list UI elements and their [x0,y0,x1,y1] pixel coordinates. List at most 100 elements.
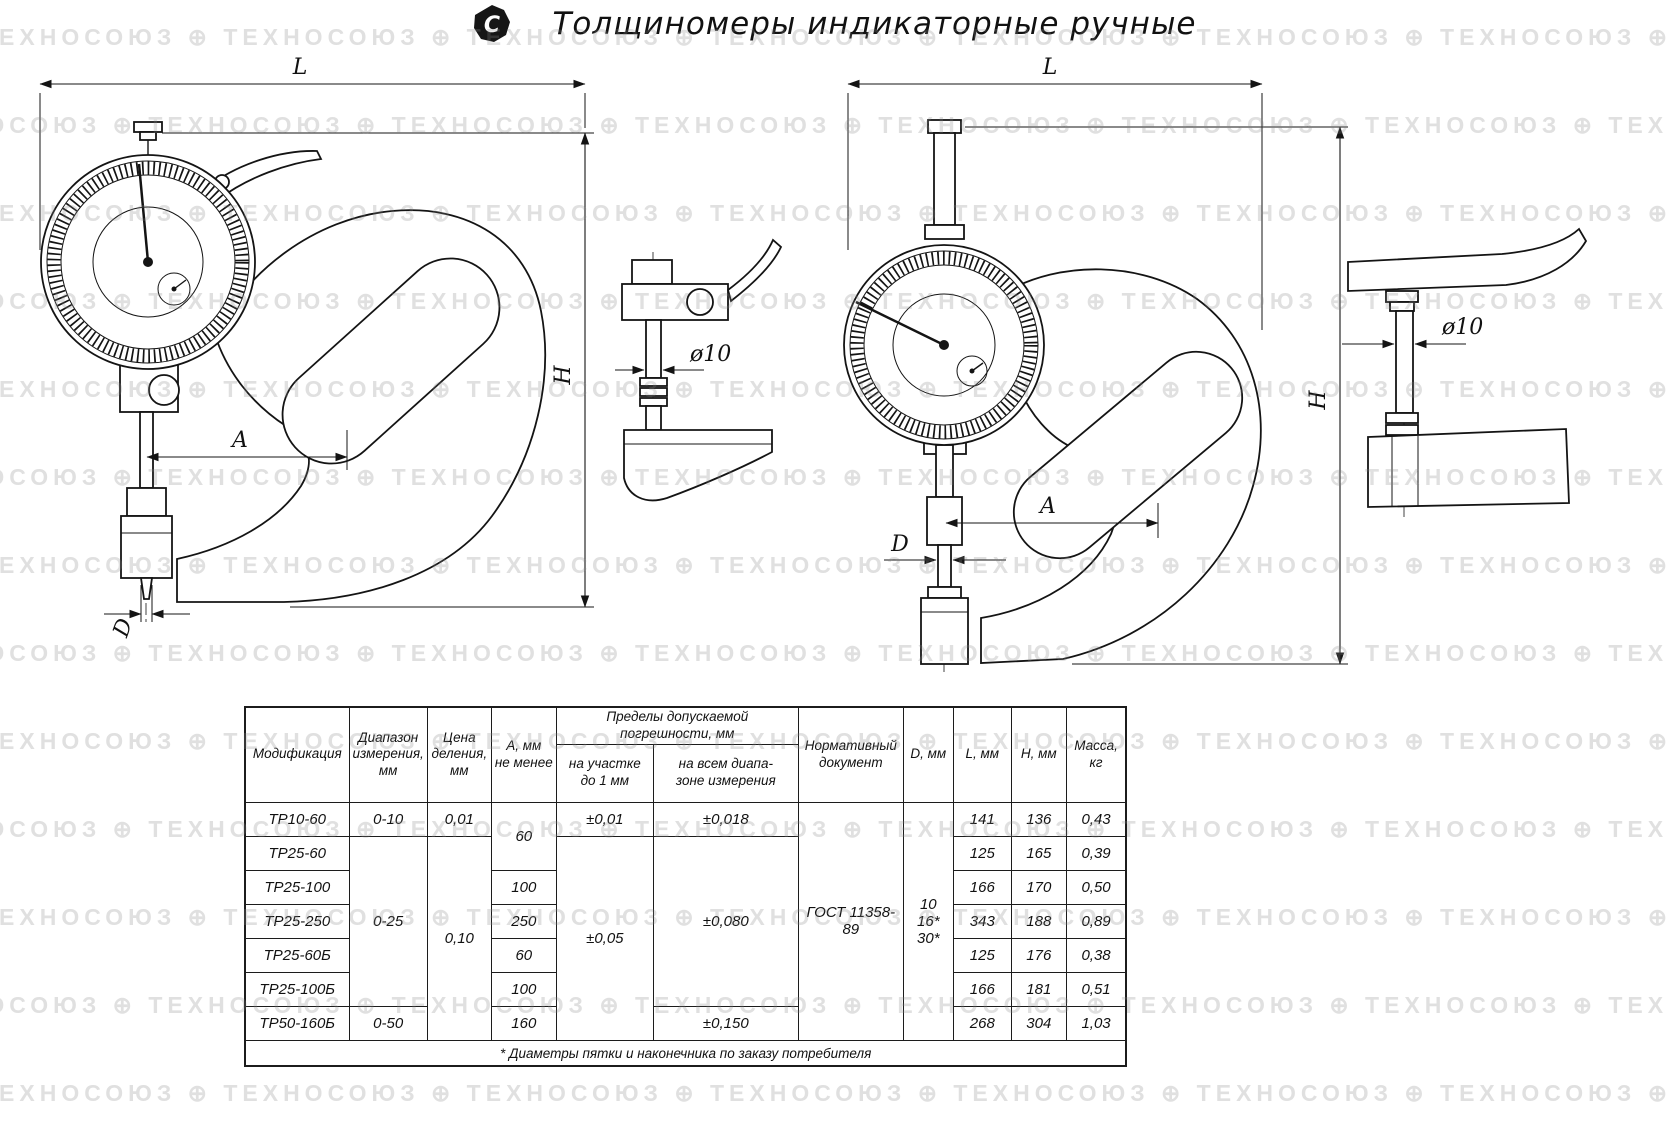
cell-modification: ТР25-60 [244,835,350,871]
dim-label-A: A [1038,494,1056,519]
title-bar: С Толщиномеры индикаторные ручные [0,4,1669,44]
cell-a-min: 100 [490,971,557,1007]
col-header-mass: Масса, кг [1065,706,1127,803]
cell-modification: ТР50-160Б [244,1005,350,1041]
cell-h: 170 [1010,869,1067,905]
plunger-cap [133,121,163,133]
cell-h: 181 [1010,971,1067,1007]
dim-label-L: L [292,55,308,80]
cell-l: 268 [952,1005,1012,1041]
contact-plate [927,586,962,599]
dim-label-D: D [890,532,909,557]
cell-mass: 0,38 [1065,937,1127,973]
cell-mass: 0,39 [1065,835,1127,871]
cell-l: 125 [952,937,1012,973]
clamp-screw [686,288,714,316]
dimension-A-left: A [146,428,348,470]
cell-mass: 0,43 [1065,801,1127,837]
dim-label-dia10: ø10 [1441,315,1483,340]
dial-needle [855,300,945,347]
dim-label-H: H [1306,390,1331,411]
lever-side [726,238,783,303]
cell-l: 166 [952,971,1012,1007]
contact-tip [139,577,154,600]
brand-logo-icon: С [474,5,511,42]
spindle-side [1395,310,1414,414]
dimension-L-right: L [847,55,1263,330]
table-row: ТР50-160Б 0-50 160 ±0,150 268 304 1,03 [244,1005,1127,1041]
release-lever [204,150,323,201]
dimension-D-right: D [884,532,1006,565]
spindle-side [645,319,662,379]
spindle [139,411,154,489]
clamp-screw [148,374,180,406]
cell-mass: 0,89 [1065,903,1127,939]
dial-indicator [40,121,323,370]
plunger [924,119,965,240]
cell-a-min: 160 [490,1005,557,1041]
cell-a-min: 60 [490,937,557,973]
cell-h: 304 [1010,1005,1067,1041]
dimension-dia10-left: ø10 [615,342,731,375]
spindle-barrel [126,487,167,517]
cell-h: 165 [1010,835,1067,871]
cell-error-full: ±0,018 [652,801,799,837]
cell-l: 125 [952,835,1012,871]
col-header-error-upto1: на участке до 1 мм [555,743,654,803]
cell-modification: ТР25-100 [244,869,350,905]
page-title: Толщиномеры индикаторные ручные [552,6,1197,42]
col-header-d: D, мм [902,706,954,803]
col-header-h: Н, мм [1010,706,1067,803]
foot-side [623,429,773,502]
col-header-division: Цена деления, мм [426,706,492,803]
cell-modification: ТР25-250 [244,903,350,939]
cell-mass: 0,50 [1065,869,1127,905]
cell-modification: ТР25-60Б [244,937,350,973]
cell-a-min: 250 [490,903,557,939]
table-row: ТР25-100Б 100 166 181 0,51 [244,971,1127,1007]
cell-h: 188 [1010,903,1067,939]
spindle-anvil-assembly [920,444,969,665]
clamp-cap [631,259,673,285]
dim-label-A: A [230,428,248,453]
view-side-large-gauge: ø10 [1342,227,1588,520]
col-header-doc: Нормативный документ [797,706,904,803]
cell-division: 0,10 [426,835,492,1041]
cell-l: 141 [952,801,1012,837]
cell-h: 136 [1010,801,1067,837]
revolution-subdial [157,272,191,306]
cell-error-upto1: ±0,01 [555,801,654,837]
frame-slot [281,257,501,465]
cell-error-upto1: ±0,05 [555,835,654,1041]
cell-error-full: ±0,150 [652,1005,799,1041]
anvil-base [920,597,969,665]
technical-drawing: L H A D [39,55,1588,676]
col-header-error-group: Пределы допускаемой погрешности, мм [555,706,799,745]
revolution-subdial [956,355,988,387]
dial-needle [137,163,150,263]
cell-a-min: 100 [490,869,557,905]
view-side-small-gauge: ø10 [615,238,783,502]
dial-scale-ticks [47,161,249,363]
dimension-dia10-right: ø10 [1342,315,1483,349]
plunger-collar [924,224,965,240]
dial-inner-circle [892,293,996,397]
plunger-rod [933,132,956,226]
dim-label-H: H [551,365,576,386]
cell-d: 10 16* 30* [902,801,954,1041]
cell-mass: 1,03 [1065,1005,1127,1041]
lever-blade [1347,227,1588,292]
dimension-A-right: A [945,494,1159,538]
col-header-l: L, мм [952,706,1012,803]
frame-body [176,209,547,603]
table-footnote: * Диаметры пятки и наконечника по заказу… [244,1039,1127,1067]
frame-body [923,268,1262,664]
cell-h: 176 [1010,937,1067,973]
cell-division: 0,01 [426,801,492,837]
dimension-H-left: H [162,132,594,608]
spindle-barrel [926,496,963,546]
dial-scale-ticks [850,251,1038,439]
view-front-large-gauge: L H A D [843,55,1348,676]
col-header-a-min: А, мм не менее [490,706,557,803]
table-row: ТР25-60 0-25 0,10 ±0,05 ±0,080 125 165 0… [244,835,1127,1041]
